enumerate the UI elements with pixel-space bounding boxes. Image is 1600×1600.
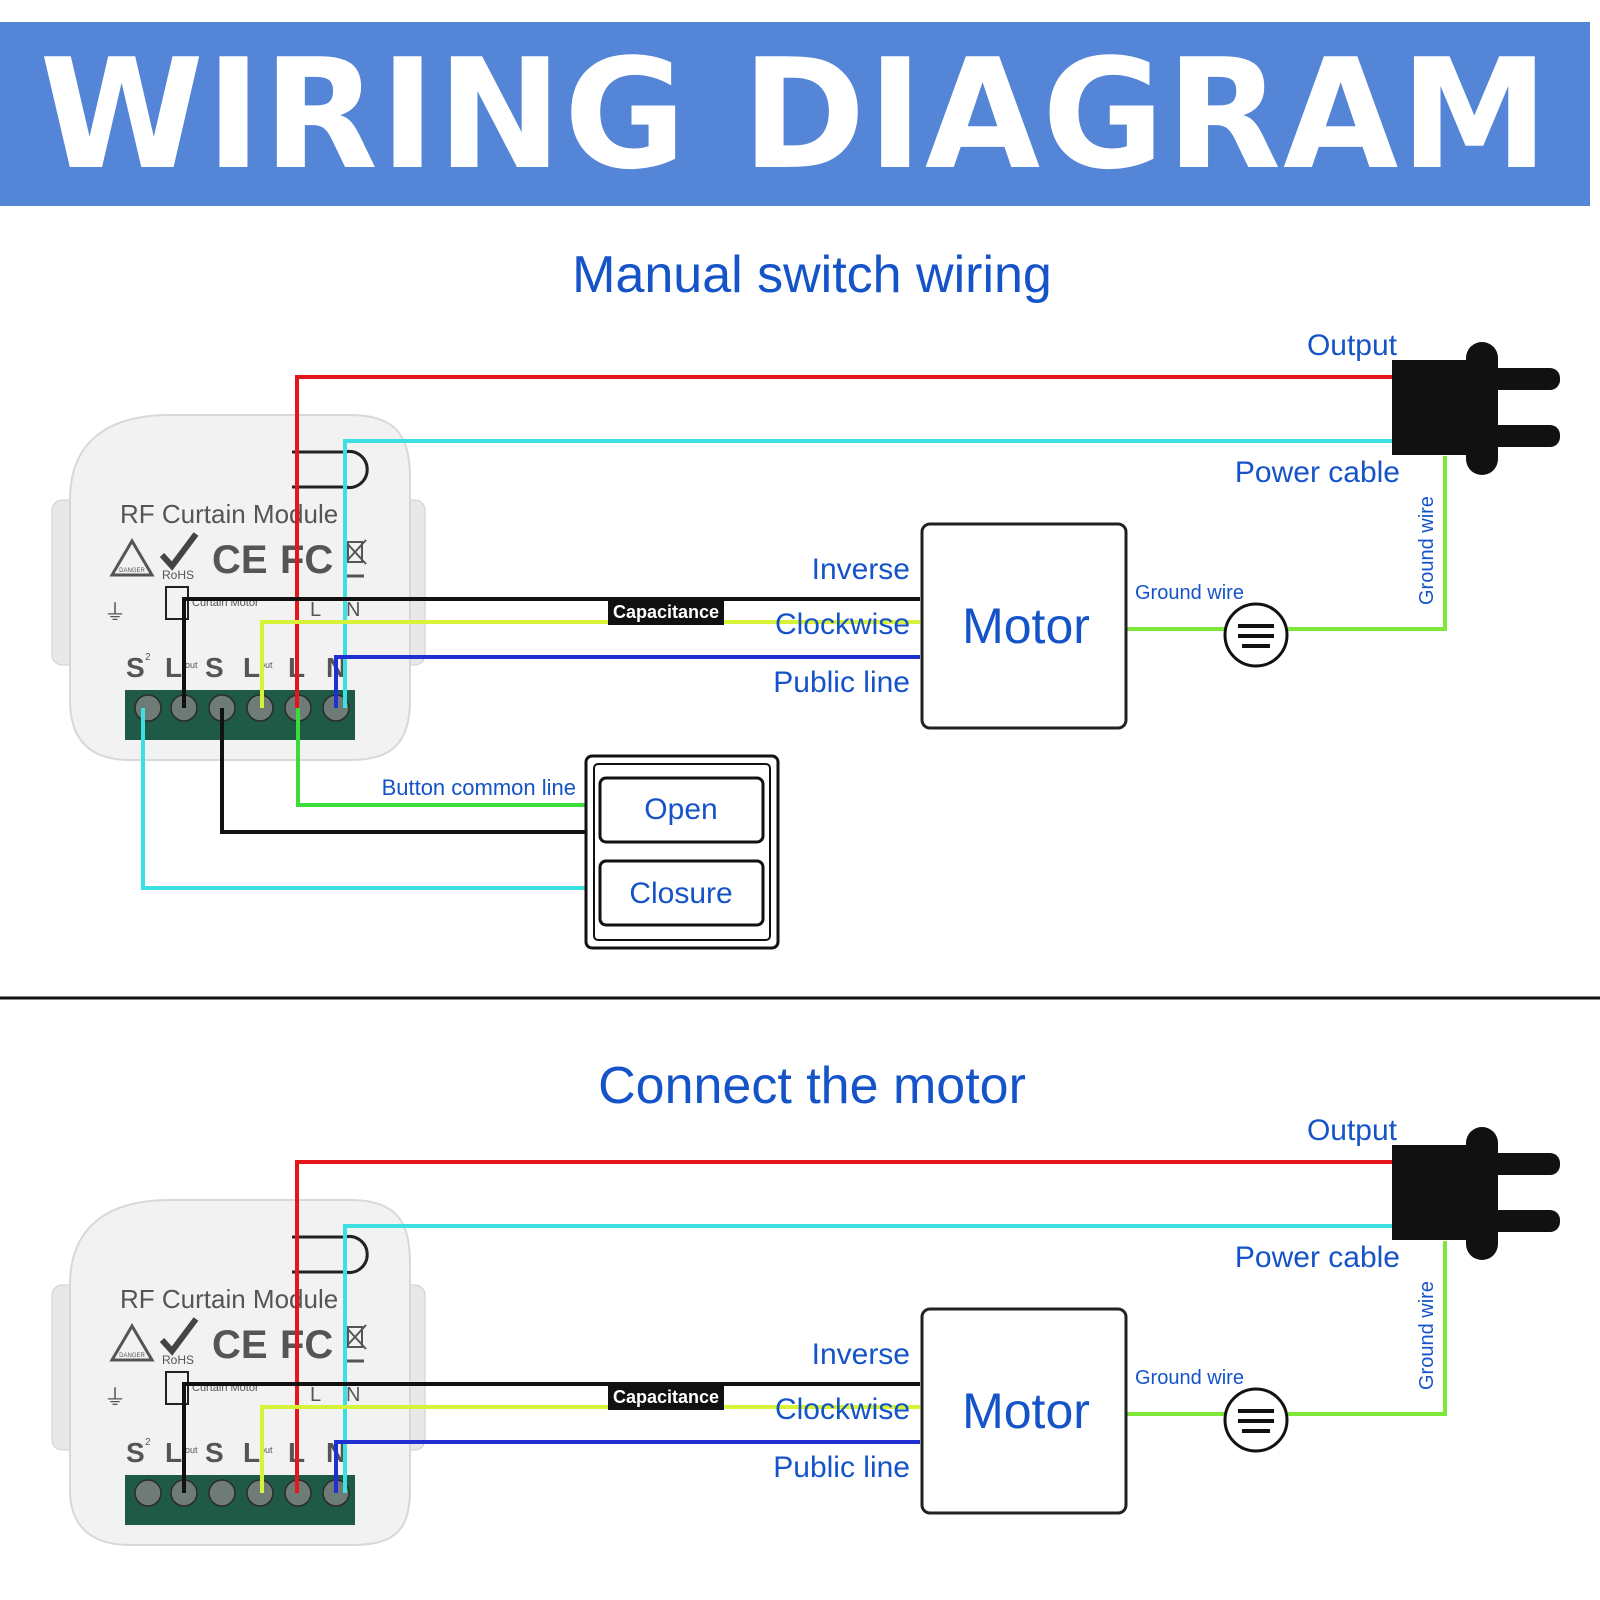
public-line-label: Public line <box>773 666 910 699</box>
capacitance-tag <box>608 1384 724 1410</box>
svg-text:2: 2 <box>145 1437 151 1448</box>
capacitance-label: Capacitance <box>613 602 719 622</box>
rf-curtain-module: RF Curtain Module DANGER RoHS CE FC Curt… <box>51 1199 426 1546</box>
motor-label: Motor <box>962 1383 1090 1439</box>
closure-button-label: Closure <box>629 877 732 910</box>
power-cable-label: Power cable <box>1235 1241 1400 1274</box>
power-cable-label: Power cable <box>1235 456 1400 489</box>
power-plug-icon <box>1392 342 1560 475</box>
power-cable-wire <box>343 439 1394 708</box>
svg-text:L: L <box>310 1384 321 1406</box>
ground-wire-plug <box>1288 456 1447 631</box>
open-wire <box>220 708 587 834</box>
svg-text:out: out <box>185 660 198 670</box>
svg-text:out: out <box>260 660 273 670</box>
svg-text:CE: CE <box>212 1323 268 1367</box>
certification-marks: DANGER RoHS CE FC <box>109 532 367 582</box>
terminal-labels: S 2 L out S L out L N <box>126 1437 346 1468</box>
motor-box <box>920 522 1128 730</box>
title-banner: WIRING DIAGRAM <box>0 22 1590 206</box>
open-button[interactable]: Open <box>598 776 765 844</box>
banner-title: WIRING DIAGRAM <box>39 25 1551 203</box>
ground-wire-label: Ground wire <box>1135 1367 1244 1389</box>
svg-text:L: L <box>310 599 321 621</box>
output-label: Output <box>1307 329 1398 362</box>
svg-text:out: out <box>260 1445 273 1455</box>
svg-text:S: S <box>205 1437 224 1468</box>
public-wire <box>334 655 920 708</box>
svg-text:DANGER: DANGER <box>119 568 145 574</box>
section-manual-switch: Manual switch wiring RF Curtain Module D… <box>51 246 1560 950</box>
ground-wire-vertical-label: Ground wire <box>1416 1281 1438 1390</box>
svg-text:L: L <box>243 1437 260 1468</box>
svg-text:RoHS: RoHS <box>162 1353 194 1367</box>
svg-text:⏚: ⏚ <box>104 1385 126 1410</box>
svg-text:S: S <box>126 652 145 683</box>
inverse-label: Inverse <box>812 1338 910 1371</box>
svg-text:RoHS: RoHS <box>162 568 194 582</box>
ground-wire-label: Ground wire <box>1135 582 1244 604</box>
button-common-line-label: Button common line <box>382 775 576 800</box>
section-title: Manual switch wiring <box>572 246 1052 304</box>
ground-wire-plug <box>1288 1241 1447 1416</box>
svg-text:N: N <box>346 1384 360 1406</box>
motor-label: Motor <box>962 598 1090 654</box>
module-label: RF Curtain Module <box>120 499 338 529</box>
open-button-label: Open <box>644 793 717 826</box>
power-cable-wire <box>343 1224 1394 1493</box>
section-title: Connect the motor <box>598 1057 1026 1115</box>
ground-symbol-icon <box>1223 602 1289 668</box>
svg-text:out: out <box>185 1445 198 1455</box>
svg-text:L: L <box>243 652 260 683</box>
certification-marks: DANGER RoHS CE FC <box>109 1317 367 1367</box>
closure-button[interactable]: Closure <box>598 859 765 927</box>
svg-text:2: 2 <box>145 652 151 663</box>
module-label: RF Curtain Module <box>120 1284 338 1314</box>
section-connect-motor: Connect the motor RF Curtain Module DANG… <box>51 1057 1560 1546</box>
svg-text:FC: FC <box>280 538 333 582</box>
rf-curtain-module: RF Curtain Module DANGER RoHS CE FC Curt… <box>51 414 426 761</box>
power-plug-icon <box>1392 1127 1560 1260</box>
clockwise-label: Clockwise <box>775 1393 910 1426</box>
svg-text:L: L <box>165 1437 182 1468</box>
ground-symbol-icon <box>1223 1387 1289 1453</box>
public-line-label: Public line <box>773 1451 910 1484</box>
public-wire <box>334 1440 920 1493</box>
inverse-label: Inverse <box>812 553 910 586</box>
svg-text:S: S <box>126 1437 145 1468</box>
ground-wire-vertical-label: Ground wire <box>1416 496 1438 605</box>
clockwise-label: Clockwise <box>775 608 910 641</box>
capacitance-tag <box>608 599 724 625</box>
svg-text:DANGER: DANGER <box>119 1353 145 1359</box>
motor-box <box>920 1307 1128 1515</box>
svg-text:N: N <box>346 599 360 621</box>
button-common-wire <box>296 708 587 807</box>
capacitance-label: Capacitance <box>613 1387 719 1407</box>
svg-text:⏚: ⏚ <box>104 600 126 625</box>
svg-text:CE: CE <box>212 538 268 582</box>
svg-text:FC: FC <box>280 1323 333 1367</box>
svg-text:S: S <box>205 652 224 683</box>
wall-switch: Open Closure <box>584 754 780 950</box>
output-label: Output <box>1307 1114 1398 1147</box>
svg-text:L: L <box>165 652 182 683</box>
closure-wire <box>141 708 587 890</box>
